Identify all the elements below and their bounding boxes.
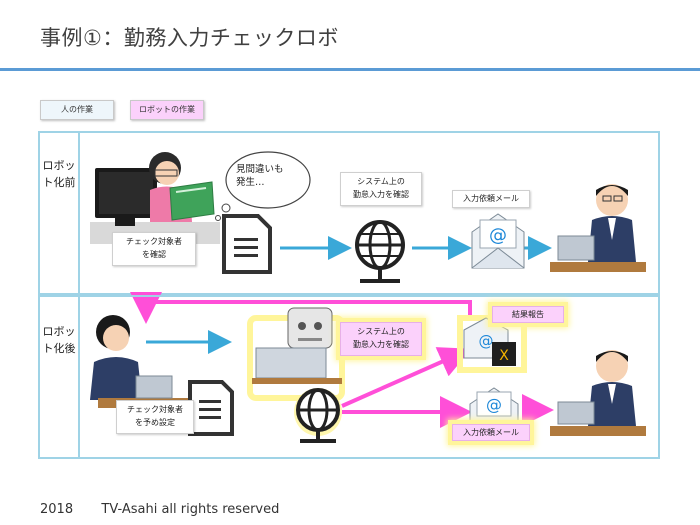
row-label-before: ロボット化前 [42,159,76,189]
footer-copyright: TV-Asahi all rights reserved [101,502,280,517]
office-worker-man-icon [550,184,646,272]
title-divider [0,68,700,71]
worker-woman-reading-icon [149,152,215,222]
system-check-line2: 勤怠入力を確認 [353,190,409,199]
robot-network-globe-icon [294,388,342,443]
robot-mail-request-box: 入力依頼メール [452,424,530,441]
preset-target-line1: チェック対象者 [127,405,183,414]
preset-target-box: チェック対象者 を予め設定 [116,400,194,434]
legend-robot-work: ロボットの作業 [130,100,204,120]
thought-cloud-icon [215,151,311,221]
robot-system-check-line2: 勤怠入力を確認 [353,340,409,349]
svg-text:@: @ [489,225,507,246]
svg-text:X: X [499,348,509,364]
mail-request-box: 入力依頼メール [452,190,530,208]
row-label-after: ロボット化後 [42,325,76,355]
operator-woman-icon [90,315,210,408]
footer-year: 2018 [40,502,74,517]
recipient-man-icon [550,350,646,436]
report-email-excel-icon: @ X [457,315,527,373]
slide-title: 事例①：勤務入力チェックロボ [40,26,339,50]
check-target-line2: を確認 [142,250,166,259]
check-target-box: チェック対象者 を確認 [112,232,196,266]
preset-target-line2: を予め設定 [135,418,175,427]
robot-system-check-box: システム上の 勤怠入力を確認 [340,322,422,356]
thought-text-line1: 見間違いも [236,164,284,175]
svg-text:@: @ [486,395,502,414]
after-robot-panel: ロボット化後 [38,295,660,459]
footer: 2018 TV-Asahi all rights reserved [40,502,279,517]
robot-workstation-icon [247,307,345,401]
system-check-line1: システム上の [357,177,405,186]
check-target-line1: チェック対象者 [126,237,182,246]
legend-human-work: 人の作業 [40,100,114,120]
document-icon [222,214,272,274]
system-check-box: システム上の 勤怠入力を確認 [340,172,422,206]
result-report-box: 結果報告 [492,306,564,323]
svg-text:@: @ [479,332,494,350]
email-envelope-icon: @ [471,213,525,269]
network-globe-icon [355,220,405,283]
robot-system-check-line1: システム上の [357,327,405,336]
thought-text-line2: 発生… [236,177,265,188]
request-email-envelope-icon: @ [469,387,519,435]
